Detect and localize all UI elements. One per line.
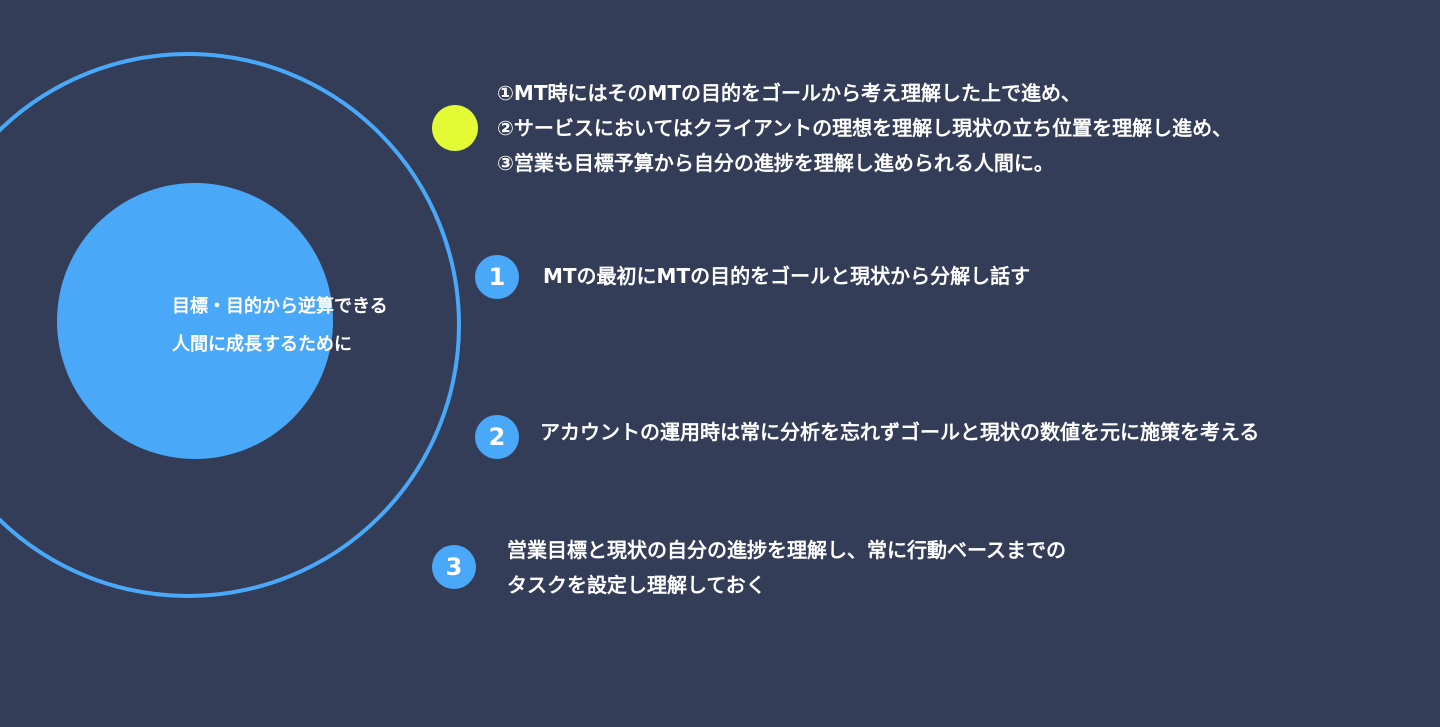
- inner-circle: [57, 183, 333, 459]
- number-badge-3: 3: [432, 545, 476, 589]
- circles-graphic: [0, 52, 461, 598]
- center-line: 目標・目的から逆算できる: [172, 296, 388, 317]
- summary-text: ①MT時にはそのMTの目的をゴールから考え理解した上で進め、 ②サービスにおいて…: [497, 76, 1232, 181]
- item-1-text: MTの最初にMTの目的をゴールと現状から分解し話す: [543, 259, 1030, 294]
- summary-line: ③営業も目標予算から自分の進捗を理解し進められる人間に。: [497, 151, 1054, 175]
- item-2-text: アカウントの運用時は常に分析を忘れずゴールと現状の数値を元に施策を考える: [540, 415, 1259, 450]
- number-badge-2: 2: [475, 415, 519, 459]
- number-badge-1: 1: [475, 255, 519, 299]
- summary-line: ②サービスにおいてはクライアントの理想を理解し現状の立ち位置を理解し進め、: [497, 116, 1233, 140]
- yellow-dot-icon: [432, 105, 478, 151]
- summary-line: ①MT時にはそのMTの目的をゴールから考え理解した上で進め、: [497, 81, 1082, 105]
- item-line: アカウントの運用時は常に分析を忘れずゴールと現状の数値を元に施策を考える: [540, 420, 1260, 444]
- center-goal-text: 目標・目的から逆算できる 人間に成長するために: [172, 288, 388, 364]
- item-line: MTの最初にMTの目的をゴールと現状から分解し話す: [543, 264, 1031, 288]
- item-line: 営業目標と現状の自分の進捗を理解し、常に行動ベースまでの: [507, 538, 1066, 562]
- outer-circle: [0, 52, 461, 598]
- item-3-text: 営業目標と現状の自分の進捗を理解し、常に行動ベースまでの タスクを設定し理解して…: [507, 533, 1066, 603]
- item-line: タスクを設定し理解しておく: [507, 573, 766, 597]
- center-line: 人間に成長するために: [172, 334, 352, 355]
